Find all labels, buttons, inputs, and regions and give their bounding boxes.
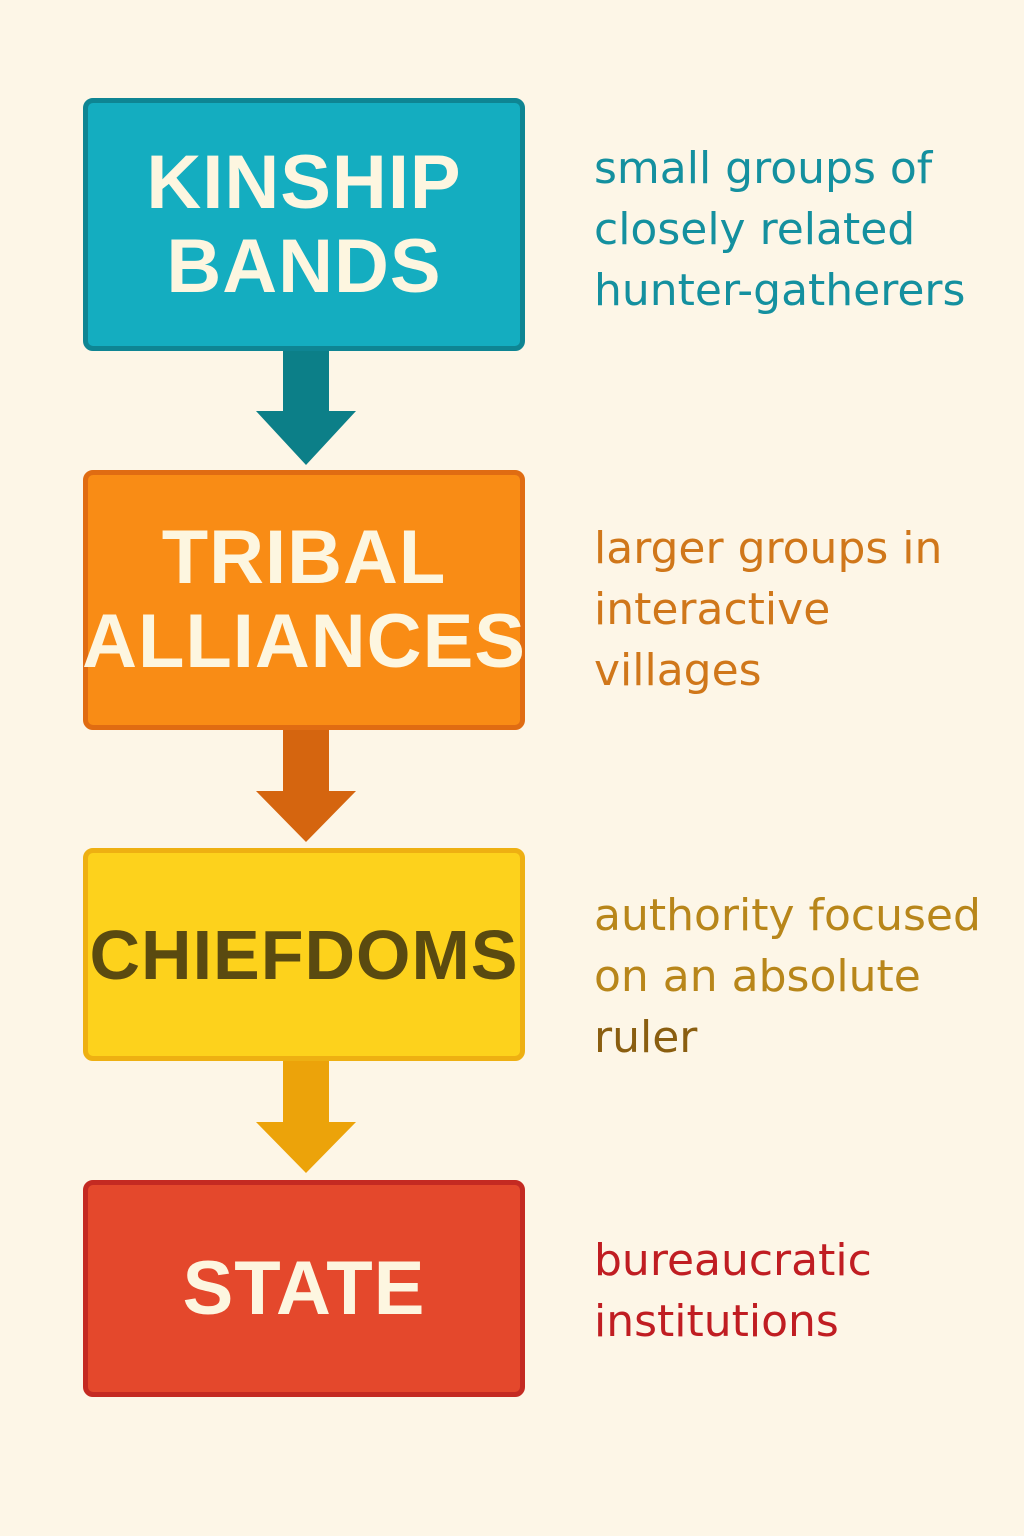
description-line: interactive [594,584,831,635]
down-arrow-icon [256,351,356,465]
description-line: on an absolute [594,951,921,1002]
description-line: closely related [594,204,916,255]
stage-title-line: CHIEFDOMS [89,915,519,994]
description-line: larger groups in [594,523,943,574]
stage-box-kinship-bands: KINSHIP BANDS [83,98,525,351]
stage-title-line: TRIBAL [161,515,447,600]
stage-description-chiefdoms: authority focused on an absolute ruler [594,885,981,1068]
description-line: small groups of [594,143,933,194]
stage-title-line: KINSHIP [146,139,462,225]
stage-box-state: STATE [83,1180,525,1397]
down-arrow-icon [256,730,356,842]
description-line: institutions [594,1296,839,1347]
description-line: ruler [594,1012,698,1063]
description-line: hunter-gatherers [594,265,966,316]
description-line: authority focused [594,890,981,941]
stage-description-kinship-bands: small groups of closely related hunter-g… [594,138,965,321]
stage-description-tribal-alliances: larger groups in interactive villages [594,518,942,701]
description-line: bureaucratic [594,1235,872,1286]
stage-description-state: bureaucratic institutions [594,1230,872,1352]
stage-box-chiefdoms: CHIEFDOMS [83,848,525,1061]
stage-box-tribal-alliances: TRIBAL ALLIANCES [82,470,526,730]
stage-title-line: BANDS [166,223,442,309]
stage-title-line: STATE [182,1245,426,1331]
description-line: villages [594,645,762,696]
stage-title-line: ALLIANCES [82,599,526,684]
down-arrow-icon [256,1061,356,1173]
